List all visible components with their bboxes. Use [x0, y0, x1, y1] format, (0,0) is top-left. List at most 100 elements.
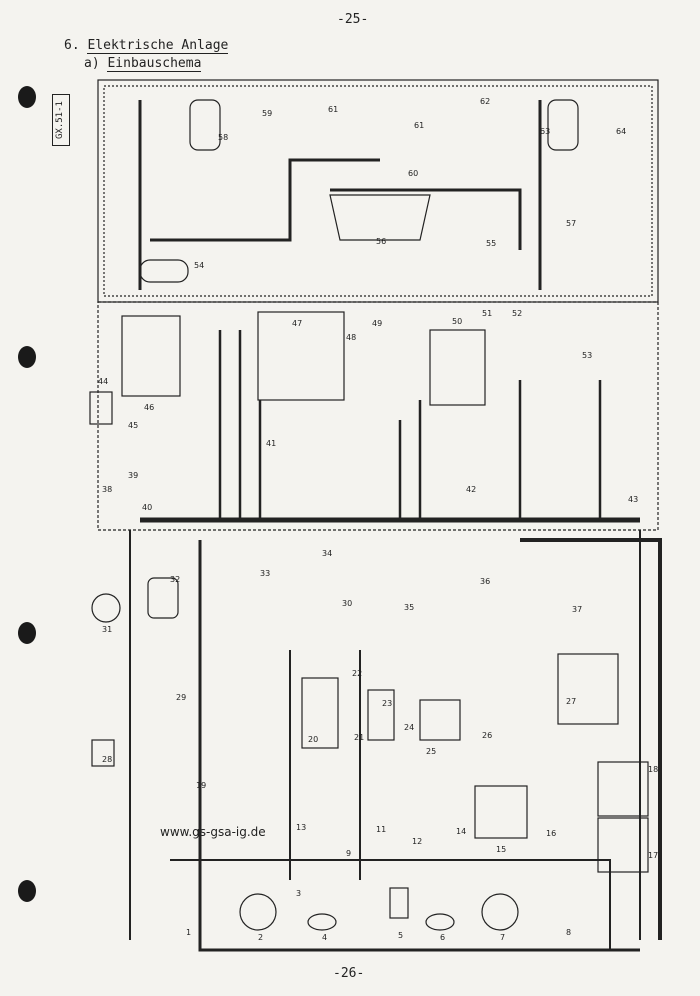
sub-title: Einbauschema	[107, 56, 202, 72]
lamp-6	[425, 913, 455, 931]
label-6: 6	[440, 933, 445, 942]
label-4: 4	[322, 933, 327, 942]
component-28	[91, 739, 115, 767]
label-25: 25	[426, 747, 436, 756]
harness-dash-right	[398, 380, 602, 520]
label-52: 52	[512, 309, 522, 318]
windscreen-wiper-56	[329, 194, 431, 241]
starter-25	[419, 699, 461, 741]
website-watermark: www.gs-gsa-ig.de	[160, 825, 266, 839]
label-31: 31	[102, 625, 112, 634]
label-36: 36	[480, 577, 490, 586]
relay-unit-50	[429, 329, 486, 406]
distributor-21	[367, 689, 395, 741]
dashboard-area	[97, 301, 659, 531]
label-50: 50	[452, 317, 462, 326]
component-5	[389, 887, 409, 919]
engine-bay-sides	[129, 530, 641, 940]
harness-engine-right	[520, 538, 662, 940]
label-46: 46	[144, 403, 154, 412]
label-23: 23	[382, 699, 392, 708]
label-34: 34	[322, 549, 332, 558]
sub-letter: a)	[84, 56, 100, 71]
lamp-4	[307, 913, 337, 931]
label-27: 27	[566, 697, 576, 706]
label-2: 2	[258, 933, 263, 942]
washer-pump-54	[139, 259, 189, 283]
label-57: 57	[566, 219, 576, 228]
label-18: 18	[648, 765, 658, 774]
label-51: 51	[482, 309, 492, 318]
sub-heading: a) Einbauschema	[84, 56, 202, 72]
label-54: 54	[194, 261, 204, 270]
label-38: 38	[102, 485, 112, 494]
harness-engine-left	[198, 540, 640, 952]
label-45: 45	[128, 421, 138, 430]
section-title: Elektrische Anlage	[87, 38, 229, 54]
relay-block-27	[557, 653, 619, 725]
label-59: 59	[262, 109, 272, 118]
label-7: 7	[500, 933, 505, 942]
label-44: 44	[98, 377, 108, 386]
label-11: 11	[376, 825, 386, 834]
component-17	[597, 817, 649, 873]
label-47: 47	[292, 319, 302, 328]
label-24: 24	[404, 723, 414, 732]
label-30: 30	[342, 599, 352, 608]
label-55: 55	[486, 239, 496, 248]
fuse-box-47	[257, 311, 345, 401]
label-33: 33	[260, 569, 270, 578]
rear-lamp-58	[189, 99, 221, 151]
label-26: 26	[482, 731, 492, 740]
label-62: 62	[480, 97, 490, 106]
label-61a: 61	[328, 105, 338, 114]
label-15: 15	[496, 845, 506, 854]
component-18	[597, 761, 649, 817]
label-37: 37	[572, 605, 582, 614]
label-22: 22	[352, 669, 362, 678]
label-9: 9	[346, 849, 351, 858]
harness-engine-centre	[289, 650, 361, 880]
harness-dash-left	[218, 330, 262, 520]
ignition-coil-20	[301, 677, 339, 749]
label-12: 12	[412, 837, 422, 846]
label-21: 21	[354, 733, 364, 742]
page-number-bottom: -26-	[333, 966, 365, 981]
label-16: 16	[546, 829, 556, 838]
label-19: 19	[196, 781, 206, 790]
label-32: 32	[170, 575, 180, 584]
harness-front-lights	[170, 859, 611, 950]
label-43: 43	[628, 495, 638, 504]
harness-wiper	[150, 158, 380, 242]
harness-top-frame	[103, 85, 653, 297]
punch-hole-3	[18, 622, 36, 644]
headlamp-2	[239, 893, 277, 931]
label-61b: 61	[414, 121, 424, 130]
label-56: 56	[376, 237, 386, 246]
rear-lamp-63	[547, 99, 579, 151]
label-49: 49	[372, 319, 382, 328]
section-heading: 6. Elektrische Anlage	[64, 38, 229, 54]
label-5: 5	[398, 931, 403, 940]
label-35: 35	[404, 603, 414, 612]
punch-hole-2	[18, 346, 36, 368]
label-42: 42	[466, 485, 476, 494]
label-53: 53	[582, 351, 592, 360]
punch-hole-4	[18, 880, 36, 902]
warning-panel-46	[121, 315, 181, 397]
label-13: 13	[296, 823, 306, 832]
horn-31	[91, 593, 121, 623]
label-8: 8	[566, 928, 571, 937]
harness-centre	[330, 188, 522, 250]
label-40: 40	[142, 503, 152, 512]
label-20: 20	[308, 735, 318, 744]
label-60: 60	[408, 169, 418, 178]
label-41: 41	[266, 439, 276, 448]
fuse-panel-15	[474, 785, 528, 839]
label-58: 58	[218, 133, 228, 142]
punch-hole-1	[18, 86, 36, 108]
label-28: 28	[102, 755, 112, 764]
label-64: 64	[616, 127, 626, 136]
page-number-top: -25-	[337, 12, 369, 27]
